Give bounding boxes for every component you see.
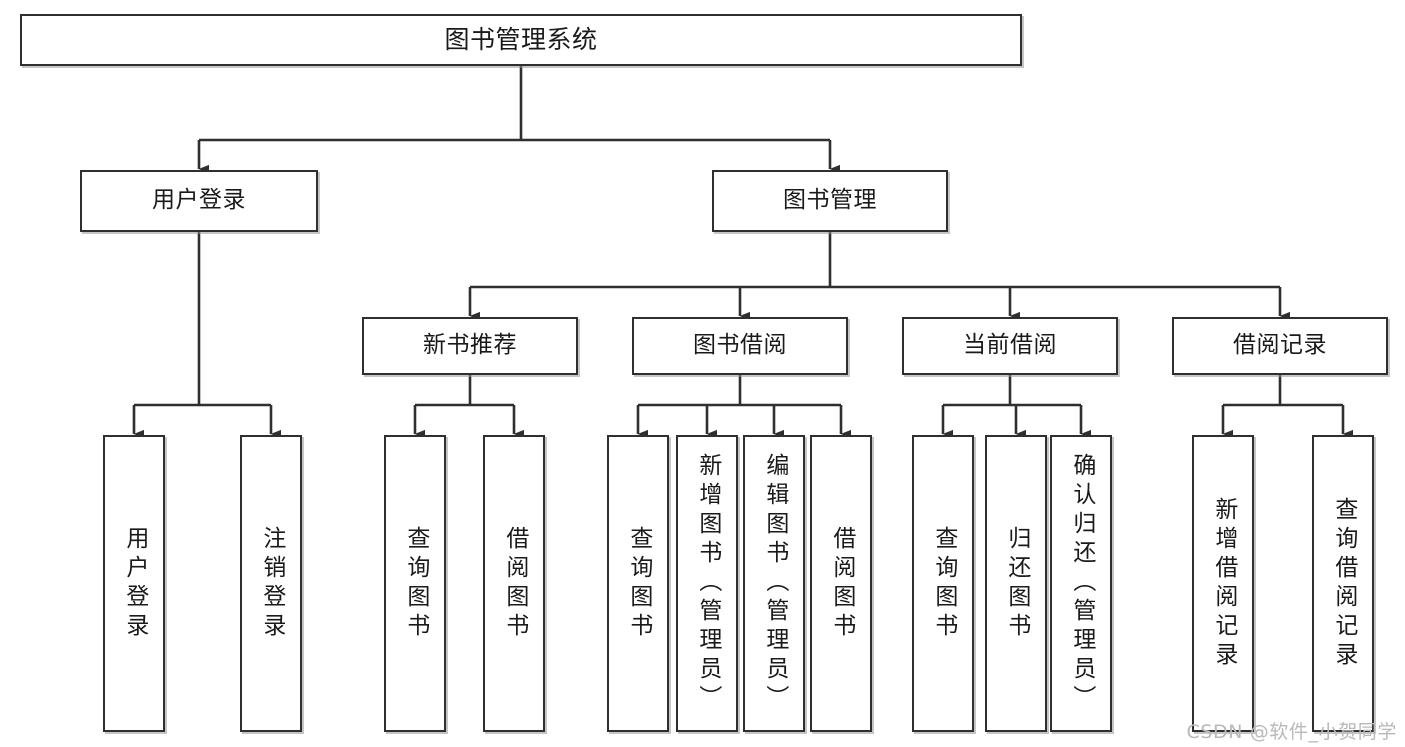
node-leaf-new-2[interactable]: 借阅图书 xyxy=(483,435,545,732)
node-label: 用户登录 xyxy=(121,525,148,642)
node-label: 查询图书 xyxy=(402,525,429,642)
node-label: 查询图书 xyxy=(930,525,957,642)
node-login[interactable]: 用户登录 xyxy=(80,170,318,232)
node-label: 编辑图书（管理员） xyxy=(761,453,788,714)
node-leaf-bor-1[interactable]: 查询图书 xyxy=(607,435,669,732)
node-label: 图书管理系统 xyxy=(444,25,598,54)
node-label: 用户登录 xyxy=(152,187,246,214)
node-leaf-bor-4[interactable]: 借阅图书 xyxy=(810,435,872,732)
node-root[interactable]: 图书管理系统 xyxy=(20,14,1022,66)
node-leaf-cur-3[interactable]: 确认归还（管理员） xyxy=(1050,435,1112,732)
node-label: 确认归还（管理员） xyxy=(1068,453,1095,714)
node-leaf-login-1[interactable]: 用户登录 xyxy=(103,435,165,732)
node-bookmgmt[interactable]: 图书管理 xyxy=(712,170,948,232)
node-label: 新增图书（管理员） xyxy=(694,453,721,714)
node-label: 新增借阅记录 xyxy=(1210,496,1237,671)
node-leaf-new-1[interactable]: 查询图书 xyxy=(384,435,446,732)
node-label: 借阅记录 xyxy=(1233,332,1327,359)
node-records[interactable]: 借阅记录 xyxy=(1172,317,1388,375)
node-newbook[interactable]: 新书推荐 xyxy=(362,317,578,375)
watermark: CSDN @软件_小贺同学 xyxy=(1186,721,1397,743)
node-leaf-rec-2[interactable]: 查询借阅记录 xyxy=(1312,435,1374,732)
node-leaf-bor-2[interactable]: 新增图书（管理员） xyxy=(676,435,738,732)
node-leaf-login-2[interactable]: 注销登录 xyxy=(240,435,302,732)
node-label: 新书推荐 xyxy=(423,332,517,359)
node-leaf-cur-1[interactable]: 查询图书 xyxy=(912,435,974,732)
node-label: 归还图书 xyxy=(1003,525,1030,642)
node-label: 当前借阅 xyxy=(963,332,1057,359)
node-label: 借阅图书 xyxy=(828,525,855,642)
node-leaf-bor-3[interactable]: 编辑图书（管理员） xyxy=(743,435,805,732)
node-current[interactable]: 当前借阅 xyxy=(902,317,1118,375)
node-label: 查询图书 xyxy=(625,525,652,642)
node-leaf-cur-2[interactable]: 归还图书 xyxy=(985,435,1047,732)
node-leaf-rec-1[interactable]: 新增借阅记录 xyxy=(1192,435,1254,732)
node-label: 查询借阅记录 xyxy=(1330,496,1357,671)
node-borrow[interactable]: 图书借阅 xyxy=(632,317,848,375)
node-label: 注销登录 xyxy=(258,525,285,642)
node-label: 图书管理 xyxy=(783,187,877,214)
node-label: 借阅图书 xyxy=(501,525,528,642)
node-label: 图书借阅 xyxy=(693,332,787,359)
